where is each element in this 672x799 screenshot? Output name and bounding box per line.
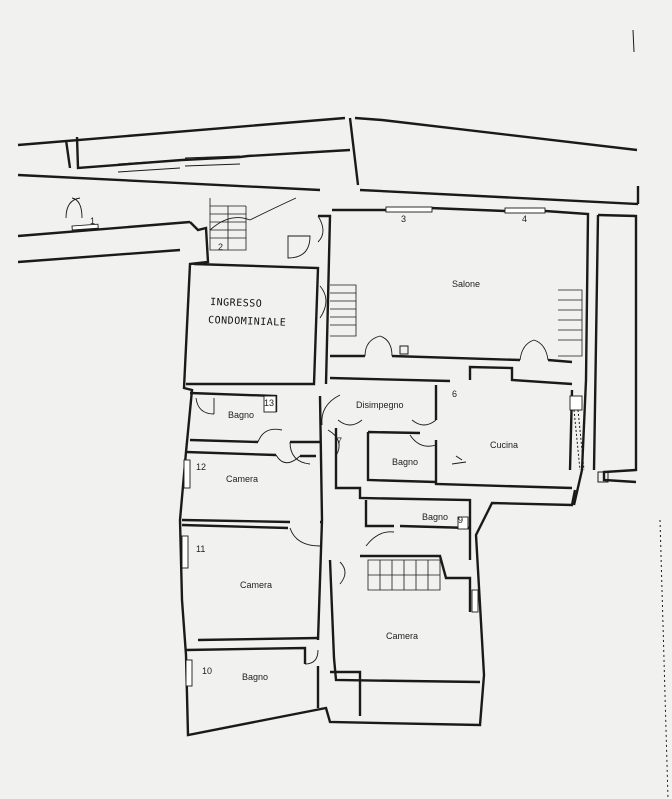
- room-label-disimpegno: Disimpegno: [356, 400, 404, 410]
- handwritten-condominiale: CONDOMINIALE: [208, 315, 287, 329]
- room-label-bagno-13: Bagno: [228, 410, 254, 420]
- window-number-9: 9: [458, 515, 463, 525]
- window-number-10: 10: [202, 666, 212, 676]
- window-number-13: 13: [264, 398, 274, 408]
- window-number-7: 7: [337, 436, 342, 446]
- window-number-2: 2: [218, 242, 223, 252]
- room-label-bagno-9: Bagno: [422, 512, 448, 522]
- window-number-12: 12: [196, 462, 206, 472]
- room-label-camera-11: Camera: [240, 580, 272, 590]
- doors: [65, 197, 549, 665]
- interior-walls: [181, 214, 574, 716]
- room-label-salone: Salone: [452, 279, 480, 289]
- window-number-6: 6: [452, 389, 457, 399]
- room-label-camera-12: Camera: [226, 474, 258, 484]
- outer-walls-main: [178, 206, 638, 737]
- handwritten-ingresso: INGRESSO: [210, 297, 263, 310]
- stairs: [209, 198, 583, 591]
- window-number-3: 3: [401, 214, 406, 224]
- room-label-bagno-10: Bagno: [242, 672, 268, 682]
- window-number-11: 11: [196, 544, 205, 554]
- room-label-camera-stair: Camera: [386, 631, 418, 641]
- windows: [71, 206, 583, 687]
- scan-edge: [632, 29, 669, 799]
- window-number-1: 1: [90, 216, 95, 226]
- room-label-bagno-centre: Bagno: [392, 457, 418, 467]
- fixtures: [399, 345, 609, 483]
- window-number-4: 4: [522, 214, 527, 224]
- room-label-cucina: Cucina: [490, 440, 518, 450]
- outer-walls-top: [17, 116, 640, 264]
